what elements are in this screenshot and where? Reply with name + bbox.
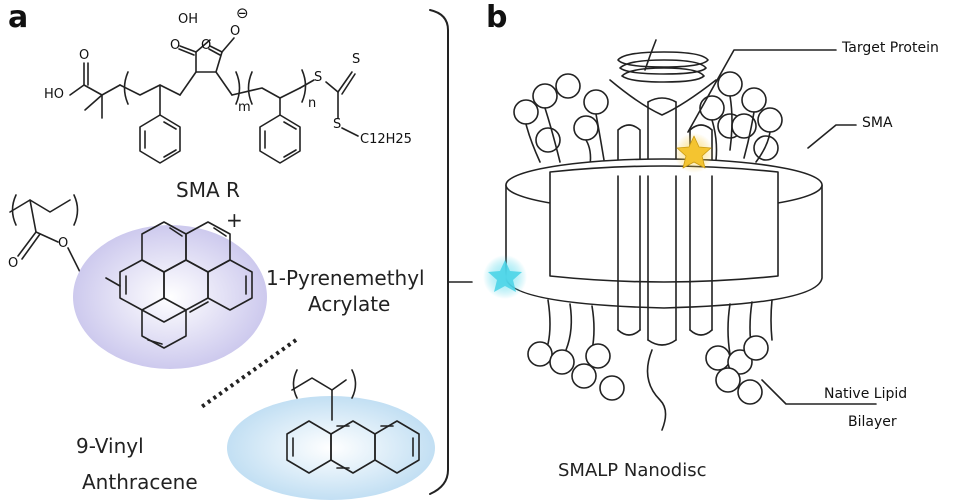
atom-o-4: O	[230, 24, 241, 39]
panel-b-letter: b	[486, 0, 508, 35]
native-lipid-leader	[761, 379, 877, 405]
lipid-heads-top	[513, 71, 783, 161]
atom-o-left: O	[79, 48, 90, 63]
target-protein-label: Target Protein	[842, 40, 939, 56]
plus-sign: +	[226, 208, 243, 232]
native-lipid-label-line2: Bilayer	[848, 414, 897, 430]
panel-a-letter: a	[8, 0, 29, 35]
sma-r-structure	[69, 37, 359, 164]
atom-o-acrylate-2: O	[58, 236, 69, 251]
pyrene-highlight	[73, 225, 267, 369]
smalp-caption: SMALP Nanodisc	[558, 460, 707, 481]
atom-s-1: S	[314, 70, 323, 85]
atom-s-3: S	[333, 117, 342, 132]
native-lipid-label-line1: Native Lipid	[824, 386, 908, 402]
sma-leader	[807, 124, 857, 149]
atom-c12h25: C12H25	[360, 132, 412, 147]
protein-star	[676, 135, 712, 169]
vinyl-anthracene-line1: 9-Vinyl	[76, 434, 144, 458]
atom-minus: ⊖	[236, 4, 249, 22]
sma-r-label: SMA R	[176, 178, 240, 202]
panel-b	[483, 39, 877, 431]
atom-o-acrylate-1: O	[8, 256, 19, 271]
fluorophore-star	[488, 260, 522, 292]
protein-front	[617, 175, 713, 431]
pyrene-label-line2: Acrylate	[308, 292, 391, 316]
atom-ho: HO	[44, 87, 65, 102]
atom-o-3: O	[201, 38, 212, 53]
separator-dotted	[198, 338, 298, 410]
smalp-disc	[505, 158, 823, 309]
atom-o-2: O	[170, 38, 181, 53]
atom-s-2: S	[352, 52, 361, 67]
panel-bracket	[429, 9, 449, 495]
vinyl-anthracene-structure	[286, 369, 420, 474]
panel-a	[9, 9, 473, 500]
sma-callout-label: SMA	[862, 115, 893, 131]
atom-oh: OH	[178, 12, 199, 27]
lipid-heads-bottom	[527, 335, 769, 405]
atom-m: m	[238, 100, 251, 115]
pyrene-label-line1: 1-Pyrenemethyl	[266, 266, 425, 290]
vinyl-anthracene-line2: Anthracene	[82, 470, 198, 494]
lipid-tails-top	[525, 95, 771, 166]
atom-n: n	[308, 96, 317, 111]
pyrene-structure	[105, 221, 253, 349]
target-protein-leader	[687, 49, 837, 133]
